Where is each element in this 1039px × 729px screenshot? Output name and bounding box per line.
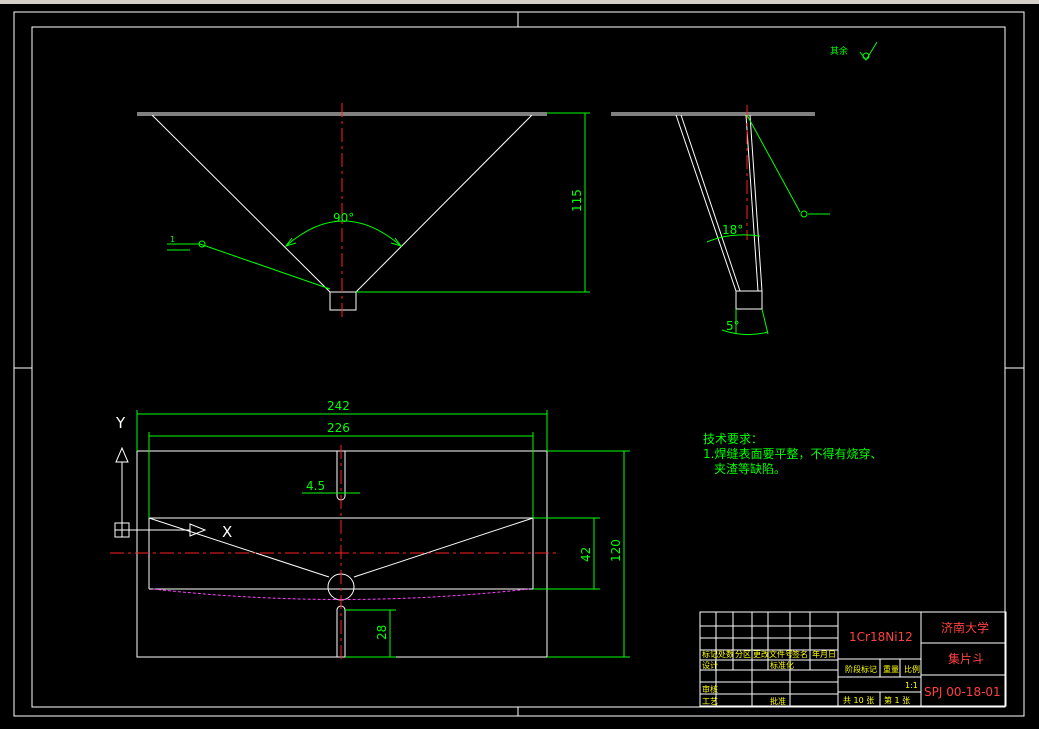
tech-requirement-line1: 1.焊缝表面要平整，不得有烧穿、: [703, 446, 882, 461]
tb-header-mark: 标记: [702, 649, 718, 659]
tb-process-label: 工艺: [702, 697, 718, 706]
ucs-y-label: Y: [115, 414, 126, 432]
dim-226-label: 226: [327, 421, 350, 435]
tb-header-sign: 签名: [792, 649, 808, 659]
tb-standard-label: 标准化: [770, 660, 794, 670]
tech-requirements-title: 技术要求：: [703, 432, 763, 446]
roughness-symbol-icon: [859, 41, 878, 61]
tb-scale-value: 1:1: [905, 681, 918, 690]
dim-28-label: 28: [375, 625, 389, 640]
bottom-view-dimensions: [136, 410, 630, 658]
centering-marks: [14, 12, 1024, 716]
outer-sheet-border: [13, 11, 1025, 717]
dim-115-label: 115: [570, 189, 584, 212]
angle-90-label: 90°: [333, 211, 354, 225]
dim-4-5-label: 4.5: [306, 479, 325, 493]
tb-drawing-number: SPJ 00-18-01: [924, 685, 1001, 699]
tb-stage-mark-label: 阶段标记: [845, 664, 877, 674]
tb-sheet-no: 第 1 张: [884, 695, 910, 705]
tb-sheets-total: 共 10 张: [843, 696, 874, 705]
side-view: [611, 105, 830, 336]
tb-header-date: 年月日: [812, 649, 836, 659]
ucs-axis-icon: [114, 446, 207, 538]
tb-weight-label: 重量: [883, 664, 899, 674]
tb-part-name: 集片斗: [948, 651, 984, 666]
tb-header-doc: 更改文件号: [753, 649, 793, 659]
title-block: [699, 611, 1007, 707]
ucs-x-label: X: [222, 523, 232, 541]
tb-school-name: 济南大学: [941, 620, 989, 635]
tb-approve-label: 批准: [770, 696, 786, 706]
window-top-strip: [0, 0, 1039, 4]
tb-scale-label: 比例: [904, 664, 920, 674]
tb-check-label: 审核: [702, 684, 718, 694]
tb-design-label: 设计: [702, 660, 718, 670]
tech-requirement-line2: 夹渣等缺陷。: [714, 461, 786, 476]
front-view: [137, 103, 590, 318]
tb-header-zone: 分区: [735, 650, 751, 659]
bottom-view: [110, 445, 560, 662]
tb-header-count: 处数: [718, 649, 734, 659]
roughness-note-text: 其余: [830, 45, 848, 57]
angle-5-label: 5°: [726, 319, 740, 333]
tb-material: 1Cr18Ni12: [849, 630, 913, 644]
dim-120-label: 120: [609, 539, 623, 562]
dim-42-label: 42: [579, 547, 593, 562]
angle-18-label: 18°: [722, 223, 743, 237]
cad-drawing-canvas[interactable]: 其余 90° 115 1: [0, 4, 1039, 729]
weld-symbol-front: 1: [170, 235, 175, 244]
dim-242-label: 242: [327, 399, 350, 413]
